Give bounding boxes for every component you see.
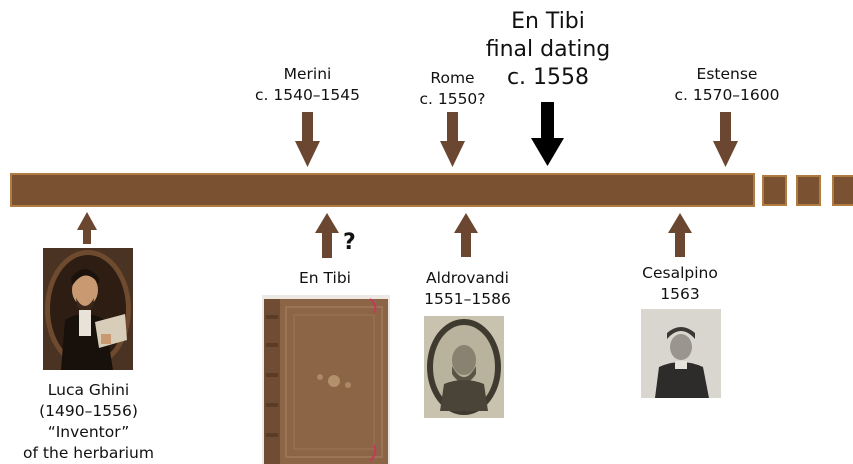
cesalpino-label: Cesalpino 1563 (630, 263, 730, 305)
estense-label: Estense c. 1570–1600 (668, 64, 786, 106)
en-tibi-final-arrow (531, 102, 564, 166)
ghini-name: Luca Ghini (16, 380, 161, 401)
ghini-portrait (43, 248, 133, 370)
en-tibi-label: En Tibi (280, 268, 370, 289)
estense-date: c. 1570–1600 (668, 85, 786, 106)
question-mark: ? (343, 230, 356, 255)
merini-name: Merini (250, 64, 365, 85)
rome-arrow (440, 112, 465, 167)
aldrovandi-arrow (454, 213, 478, 257)
aldrovandi-dates: 1551–1586 (410, 289, 525, 310)
ghini-arrow (77, 212, 97, 244)
estense-arrow (713, 112, 738, 167)
en-tibi-name: En Tibi (280, 268, 370, 289)
aldrovandi-label: Aldrovandi 1551–1586 (410, 268, 525, 310)
cesalpino-name: Cesalpino (630, 263, 730, 284)
en-tibi-arrow (315, 213, 339, 258)
merini-label: Merini c. 1540–1545 (250, 64, 365, 106)
cesalpino-date: 1563 (630, 284, 730, 305)
estense-name: Estense (668, 64, 786, 85)
ghini-role2: of the herbarium (16, 443, 161, 464)
en-tibi-final-line3: c. 1558 (472, 64, 624, 92)
rome-date: c. 1550? (405, 89, 500, 110)
aldrovandi-portrait (424, 316, 504, 418)
ghini-label: Luca Ghini (1490–1556) “Inventor” of the… (16, 380, 161, 464)
en-tibi-final-line2: final dating (472, 36, 624, 64)
en-tibi-final-line1: En Tibi (472, 8, 624, 36)
en-tibi-book-image (262, 295, 390, 464)
en-tibi-final-label: En Tibi final dating c. 1558 (472, 8, 624, 92)
ghini-role: “Inventor” (16, 422, 161, 443)
merini-arrow (295, 112, 320, 167)
ghini-dates: (1490–1556) (16, 401, 161, 422)
merini-date: c. 1540–1545 (250, 85, 365, 106)
cesalpino-arrow (668, 213, 692, 257)
cesalpino-portrait (641, 309, 721, 398)
aldrovandi-name: Aldrovandi (410, 268, 525, 289)
